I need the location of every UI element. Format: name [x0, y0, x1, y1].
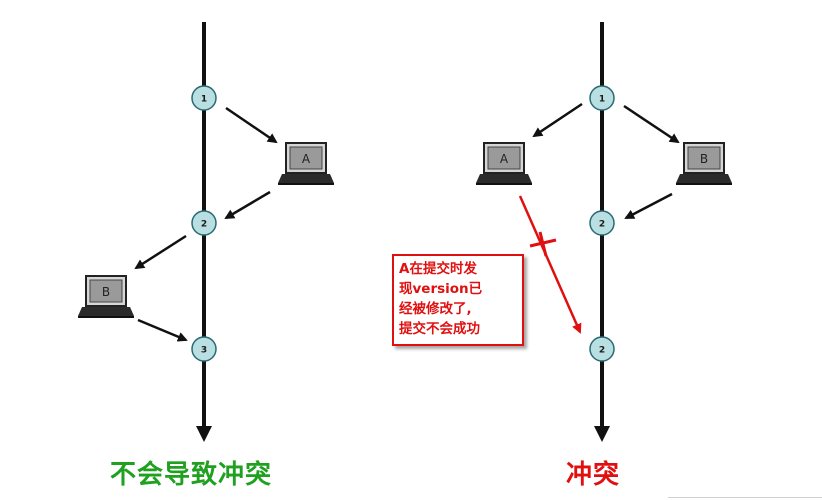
right-panel: 1 2 2 A B: [475, 22, 733, 442]
arrow-right-b-to-2: [624, 192, 673, 220]
right-node-1: 1: [589, 85, 615, 111]
conflict-note-line-3: 经被修改了,: [399, 301, 472, 317]
conflict-cross-mark-2: [538, 231, 548, 257]
arrow-right-1-to-a: [532, 102, 583, 138]
bottom-divider: [668, 497, 822, 498]
left-node-2: 2: [191, 210, 217, 236]
right-caption: 冲突: [566, 460, 621, 490]
left-node-3: 3: [191, 336, 217, 362]
arrow-left-a-to-2: [224, 190, 271, 220]
arrow-left-2-to-b: [134, 234, 187, 270]
right-node-2-label: 2: [599, 220, 605, 230]
right-node-2-conflict-label: 2: [599, 346, 605, 356]
left-laptop-a-icon: A: [277, 142, 335, 186]
conflict-note-line-1: A在提交时发: [399, 261, 477, 277]
left-node-2-label: 2: [201, 220, 207, 230]
left-caption: 不会导致冲突: [110, 460, 273, 490]
right-laptop-a-icon: A: [475, 142, 533, 186]
left-laptop-b-icon: B: [77, 275, 135, 319]
right-timeline-arrowhead: [594, 426, 610, 442]
conflict-note-line-2: 现version已: [399, 281, 483, 297]
right-node-2-conflict: 2: [589, 336, 615, 362]
right-laptop-b-label: B: [700, 152, 708, 166]
right-node-2: 2: [589, 210, 615, 236]
arrow-left-1-to-a: [225, 106, 278, 144]
conflict-arrow: [518, 195, 582, 334]
right-node-1-label: 1: [599, 95, 605, 105]
conflict-note: A在提交时发 现version已 经被修改了, 提交不会成功: [392, 254, 524, 346]
conflict-note-line-4: 提交不会成功: [399, 321, 480, 337]
left-node-3-label: 3: [201, 346, 207, 356]
arrow-left-b-to-3: [137, 318, 188, 342]
left-timeline-arrowhead: [196, 426, 212, 442]
left-panel: 1 2 3 A B: [77, 22, 335, 442]
right-laptop-a-label: A: [500, 152, 509, 166]
left-node-1: 1: [191, 85, 217, 111]
right-laptop-b-icon: B: [675, 142, 733, 186]
left-node-1-label: 1: [201, 95, 207, 105]
left-laptop-b-label: B: [102, 285, 110, 299]
arrow-right-1-to-b: [623, 104, 680, 144]
left-laptop-a-label: A: [302, 152, 311, 166]
